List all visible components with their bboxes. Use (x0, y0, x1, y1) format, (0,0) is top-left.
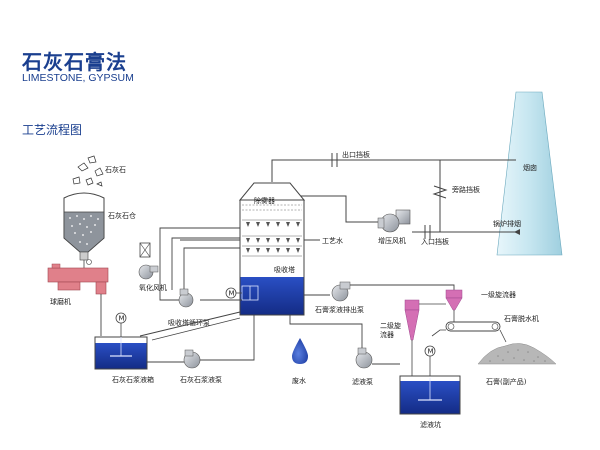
ball-mill: 球磨机 (47, 259, 109, 306)
secondary-cyclone-label-1: 二级旋 (380, 321, 401, 330)
boiler-flue-gas: 锅炉排烟 (493, 219, 521, 235)
filtrate-pump-label: 滤液泵 (352, 377, 373, 386)
chimney-label: 烟囱 (523, 163, 537, 172)
motor-symbol: M (119, 315, 125, 323)
primary-cyclone: 一级旋流器 (445, 289, 516, 322)
filtrate-pump: 滤液泵 (289, 315, 400, 386)
absorber-circulation-pump-label: 吸收塔循环泵 (168, 318, 210, 327)
waste-water: 废水 (292, 338, 308, 385)
gypsum-dewaterer: 石膏脱水机 (431, 314, 539, 343)
outlet-damper-label: 出口挡板 (342, 150, 370, 159)
outlet-damper: 出口挡板 (331, 150, 370, 167)
limestone-silo: 石灰石仓 (63, 192, 136, 261)
motor-symbol: M (428, 348, 434, 356)
secondary-cyclone: 二级旋 流器 (380, 299, 446, 378)
gypsum-pile: 石膏(副产品) (477, 343, 557, 386)
inlet-damper-label: 入口挡板 (421, 237, 449, 246)
limestone-slurry-tank: M 石灰石浆液箱 (94, 312, 154, 384)
limestone-rocks (72, 155, 104, 187)
inlet-damper: 入口挡板 (421, 225, 449, 246)
limestone-slurry-tank-label: 石灰石浆液箱 (112, 375, 154, 384)
limestone-label: 石灰石 (105, 165, 126, 174)
absorber-circulation-pump: 吸收塔循环泵 (168, 288, 210, 327)
gypsum-discharge-pump-label: 石膏浆液排出泵 (315, 305, 364, 314)
oxidation-fan-label: 氧化风机 (139, 283, 167, 292)
page-title: 石灰石膏法 (22, 50, 127, 74)
oxidation-fan: 氧化风机 (138, 242, 167, 292)
feed-line (139, 311, 241, 337)
booster-fan: 增压风机 (377, 209, 411, 245)
feed-line-2 (151, 317, 241, 341)
gypsum-dewaterer-label: 石膏脱水机 (504, 314, 539, 323)
limestone-slurry-pump-label: 石灰石浆液泵 (180, 375, 222, 384)
process-water-label: 工艺水 (322, 236, 343, 245)
motor-symbol: M (229, 290, 235, 298)
diagram-subtitle: 工艺流程图 (22, 123, 83, 137)
secondary-cyclone-label-2: 流器 (380, 330, 394, 339)
primary-cyclone-label: 一级旋流器 (481, 290, 516, 299)
page-title-en: LIMESTONE, GYPSUM (22, 72, 134, 84)
waste-water-label: 废水 (292, 376, 306, 385)
demister-label: 除雾器 (254, 196, 275, 205)
limestone-slurry-pump: 石灰石浆液泵 (147, 315, 255, 384)
ball-mill-label: 球磨机 (50, 297, 71, 306)
booster-fan-label: 增压风机 (378, 236, 406, 245)
gypsum-product-label: 石膏(副产品) (486, 377, 527, 386)
limestone-silo-label: 石灰石仓 (108, 211, 136, 220)
recirculation-lines (159, 227, 242, 301)
process-water: 工艺水 (305, 236, 343, 245)
absorber-label: 吸收塔 (274, 265, 295, 274)
chimney: 烟囱 (496, 91, 563, 256)
filtrate-pit-label: 滤液坑 (420, 420, 441, 429)
gypsum-discharge-pump: 石膏浆液排出泵 (304, 281, 455, 314)
absorber-tower: 除雾器 吸收塔 (238, 182, 306, 316)
bypass-damper: 旁路挡板 (432, 185, 480, 199)
absorber-agitator-motor: M (225, 287, 242, 299)
filtrate-pit: M 滤液坑 (399, 345, 461, 429)
boiler-flue-gas-label: 锅炉排烟 (493, 219, 521, 228)
bypass-damper-label: 旁路挡板 (452, 185, 480, 194)
